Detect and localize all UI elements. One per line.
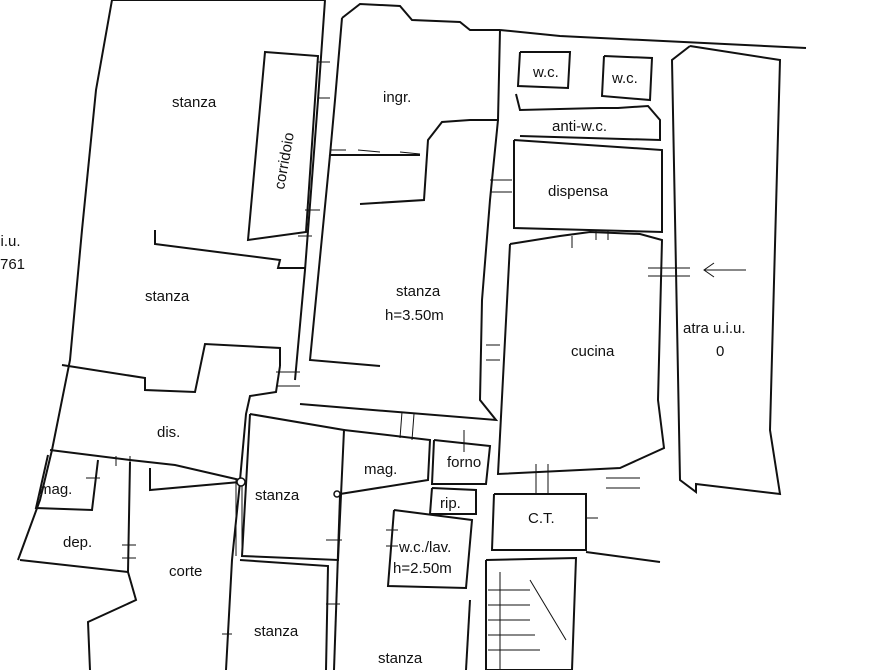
wall-antiwc: [515, 93, 661, 142]
label-ingr: ingr.: [383, 89, 411, 106]
wall-cucina: [496, 230, 666, 476]
label-stanza-2: stanza: [145, 288, 190, 305]
label-stanza-3: stanza: [255, 487, 300, 504]
label-corte: corte: [169, 563, 202, 580]
wall-left-outline: [17, 0, 113, 561]
wall-ingr-top: [341, 2, 500, 31]
label-ct: C.T.: [528, 510, 555, 527]
wall-top-right: [499, 29, 807, 49]
wall-stairs: [485, 556, 578, 670]
wall-stanza5-right: [465, 599, 471, 670]
label-dispensa: dispensa: [548, 183, 609, 200]
wall-stanza2-top: [154, 230, 306, 269]
wall-dep: [19, 461, 131, 574]
wall-forno: [430, 439, 492, 485]
wall-mag-left: [34, 454, 99, 512]
wall-stanza4: [239, 559, 330, 670]
wall-mag2: [339, 429, 432, 495]
label-corridoio: corridoio: [271, 131, 298, 191]
label-other-unit-left-1: u.i.u.: [0, 233, 21, 250]
label-stanza-4: stanza: [254, 623, 299, 640]
column-marker: [333, 490, 341, 498]
label-other-unit-left-2: 761: [0, 256, 25, 273]
label-wc-2: w.c.: [611, 70, 638, 87]
wall-dispensa: [513, 139, 663, 234]
wall-ingr-left: [328, 17, 420, 156]
label-cucina: cucina: [571, 343, 615, 360]
label-rip: rip.: [440, 495, 461, 512]
wall-corte-right: [225, 481, 241, 670]
label-forno: forno: [447, 454, 481, 471]
staircase: [488, 572, 567, 670]
wall-stanza-main: [308, 154, 381, 367]
label-mag-1: mag.: [39, 481, 72, 498]
wall-dis-right: [239, 365, 281, 481]
label-anti-wc: anti-w.c.: [552, 118, 607, 135]
label-wc-lav: w.c./lav.: [398, 539, 451, 556]
label-stanza-main: stanza: [396, 283, 441, 300]
label-stanza-main-height: h=3.50m: [385, 307, 444, 324]
wall-corte-left: [86, 571, 138, 670]
wall-stanza5: [333, 495, 341, 670]
label-stanza-5: stanza: [378, 650, 423, 667]
wall-corridoio: [246, 50, 320, 242]
wall-dis-bottom: [49, 449, 241, 481]
wall-ct: [490, 493, 587, 551]
label-wc-1: w.c.: [532, 64, 559, 81]
label-other-unit-right-2: 0: [716, 343, 724, 360]
wall-west-inner: [294, 0, 326, 381]
column-marker: [236, 477, 246, 487]
wall-wc1: [516, 51, 572, 90]
wall-rip: [428, 487, 477, 515]
wall-wc2: [600, 55, 654, 102]
label-dep: dep.: [63, 534, 92, 551]
wall-stanza-main-right: [299, 119, 499, 422]
label-mag-2: mag.: [364, 461, 397, 478]
wall-stanza2-bottom: [61, 342, 281, 394]
entry-arrow: [703, 262, 746, 278]
label-wc-lav-height: h=2.50m: [393, 560, 452, 577]
wall-wclav: [386, 509, 474, 590]
door-marks: [86, 61, 690, 635]
label-stanza-1: stanza: [172, 94, 217, 111]
label-dis: dis.: [157, 424, 180, 441]
wall-lower-right: [585, 551, 661, 563]
wall-ingr-right: [359, 29, 501, 205]
wall-right-unit: [670, 45, 782, 496]
walls: [17, 0, 807, 670]
wall-corte-top: [149, 468, 241, 492]
label-other-unit-right-1: atra u.i.u.: [683, 320, 746, 337]
